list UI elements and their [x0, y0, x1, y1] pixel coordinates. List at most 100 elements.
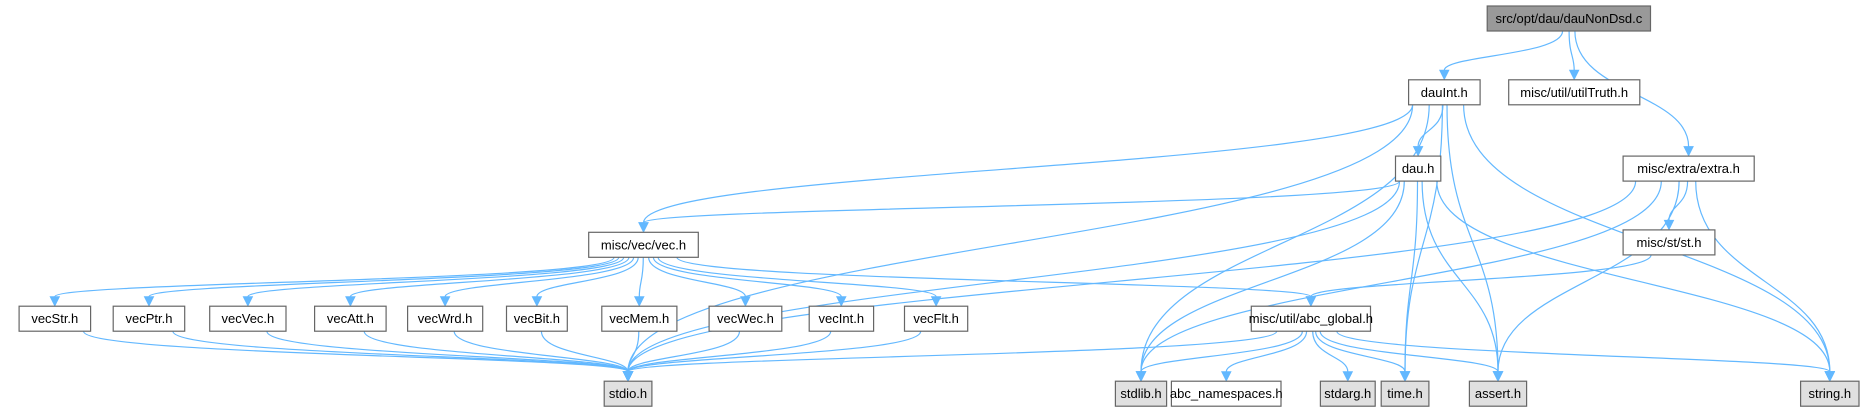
node-dau[interactable]: dau.h [1394, 155, 1442, 182]
arrowhead-abc_global-to-stdio [622, 371, 634, 382]
edge-abc_global-to-stdio [627, 330, 1278, 373]
node-box-abc_namespaces [1170, 380, 1282, 407]
arrowhead-vec-to-vecVec [242, 296, 254, 307]
node-box-vecWec [708, 305, 783, 332]
node-vecVec[interactable]: vecVec.h [209, 305, 287, 332]
node-label-abc_namespaces: abc_namespaces.h [1170, 386, 1283, 401]
node-label-vecStr: vecStr.h [31, 311, 78, 326]
node-abc_namespaces[interactable]: abc_namespaces.h [1170, 380, 1283, 407]
node-label-dauInt: dauInt.h [1421, 85, 1468, 100]
edge-vec-to-vecMem [638, 257, 644, 297]
edge-vec-to-vecWrd [444, 257, 635, 298]
edge-vecStr-to-stdio [82, 330, 629, 373]
edge-dau-to-assert [1421, 181, 1499, 372]
arrowhead-abc_global-to-string [1824, 371, 1836, 382]
edge-abc_global-to-time [1315, 331, 1406, 372]
node-label-stdarg: stdarg.h [1324, 386, 1371, 401]
node-vecStr[interactable]: vecStr.h [18, 305, 92, 332]
edge-vecInt-to-stdio [627, 330, 832, 373]
node-abc_global[interactable]: misc/util/abc_global.h [1249, 305, 1373, 332]
node-utilTruth[interactable]: misc/util/utilTruth.h [1508, 79, 1641, 106]
node-box-stdlib [1114, 380, 1168, 407]
node-st[interactable]: misc/st/st.h [1622, 229, 1716, 256]
edge-dauInt-to-vec [642, 104, 1414, 223]
node-box-assert [1468, 380, 1528, 407]
arrowhead-vec-to-vecBit [531, 296, 543, 307]
node-vecWec[interactable]: vecWec.h [708, 305, 783, 332]
edge-vec-to-vecFlt [657, 257, 937, 298]
edge-extra-to-stdio [627, 181, 1637, 372]
node-label-vecFlt: vecFlt.h [913, 311, 959, 326]
node-label-vecMem: vecMem.h [609, 311, 669, 326]
edge-vecPtr-to-stdio [172, 330, 629, 373]
edge-dau-to-vec [642, 180, 1401, 224]
edge-abc_global-to-stdarg [1312, 331, 1349, 372]
arrowhead-vec-to-vecAtt [345, 296, 356, 307]
edge-root-to-dauInt [1443, 30, 1564, 71]
edge-vecWrd-to-stdio [453, 331, 629, 373]
node-box-string [1799, 380, 1860, 407]
edge-vecWec-to-stdio [627, 331, 741, 372]
arrowhead-abc_global-to-stdarg [1342, 371, 1354, 382]
arrowhead-root-to-extra [1683, 146, 1694, 157]
edge-dau-to-stdio [627, 181, 1401, 372]
node-extra[interactable]: misc/extra/extra.h [1622, 155, 1755, 182]
edge-abc_global-to-string [1336, 330, 1831, 373]
node-box-vecVec [209, 305, 287, 332]
edge-vecBit-to-stdio [540, 331, 629, 372]
node-vecBit[interactable]: vecBit.h [505, 305, 568, 332]
node-box-dau [1394, 155, 1442, 182]
node-box-time [1380, 380, 1430, 407]
node-vecMem[interactable]: vecMem.h [601, 305, 678, 332]
node-label-stdlib: stdlib.h [1120, 386, 1161, 401]
arrowhead-abc_global-to-assert [1492, 371, 1504, 382]
edge-vecVec-to-stdio [266, 330, 629, 373]
arrowhead-vec-to-vecPtr [143, 296, 155, 307]
node-box-st [1622, 229, 1716, 256]
node-label-vecVec: vecVec.h [222, 311, 275, 326]
node-vecAtt[interactable]: vecAtt.h [314, 305, 387, 332]
edge-extra-to-assert [1497, 181, 1680, 372]
edge-dauInt-to-stdlib [1140, 104, 1430, 372]
nodes-layer: src/opt/dau/dauNonDsd.c dauInt.h misc/util… [18, 5, 1860, 407]
node-root[interactable]: src/opt/dau/dauNonDsd.c [1486, 5, 1652, 32]
node-box-vecWrd [407, 305, 484, 332]
edge-dau-to-string [1436, 181, 1831, 372]
node-label-vec: misc/vec/vec.h [601, 237, 686, 252]
node-dauInt[interactable]: dauInt.h [1407, 79, 1481, 106]
node-label-vecWrd: vecWrd.h [418, 311, 473, 326]
node-label-st: misc/st/st.h [1636, 235, 1701, 250]
edge-vec-to-vecWec [648, 257, 746, 297]
edge-st-to-abc_global [1310, 254, 1652, 298]
edge-vec-to-vecVec [247, 257, 625, 298]
node-box-vecInt [808, 305, 875, 332]
edge-extra-to-stdlib [1140, 181, 1662, 372]
arrowhead-dau-to-vec [638, 222, 649, 233]
arrowhead-vec-to-vecMem [633, 296, 645, 307]
arrowhead-vec-to-vecWec [740, 296, 751, 307]
edge-vecAtt-to-stdio [363, 330, 629, 373]
node-box-vecBit [505, 305, 568, 332]
arrowhead-vec-to-vecFlt [930, 296, 942, 307]
node-label-abc_global: misc/util/abc_global.h [1249, 311, 1373, 326]
edge-vecMem-to-stdio [627, 331, 640, 372]
arrowhead-root-to-dauInt [1438, 69, 1450, 81]
arrowhead-abc_global-to-time [1399, 371, 1411, 382]
edge-vecFlt-to-stdio [627, 330, 922, 373]
edge-abc_global-to-assert [1319, 331, 1499, 373]
node-vecInt[interactable]: vecInt.h [808, 305, 875, 332]
edge-root-to-utilTruth [1568, 30, 1575, 71]
node-label-utilTruth: misc/util/utilTruth.h [1520, 85, 1628, 100]
node-label-vecPtr: vecPtr.h [126, 311, 173, 326]
node-vecWrd[interactable]: vecWrd.h [407, 305, 484, 332]
node-assert: assert.h [1468, 380, 1528, 407]
node-vecPtr[interactable]: vecPtr.h [112, 305, 186, 332]
arrowhead-vec-to-abc_global [1305, 296, 1317, 307]
node-vecFlt[interactable]: vecFlt.h [903, 305, 969, 332]
edge-vec-to-vecPtr [148, 256, 620, 298]
edge-vec-to-vecAtt [349, 257, 630, 298]
node-box-root [1486, 5, 1652, 32]
node-box-vec [588, 231, 699, 258]
node-vec[interactable]: misc/vec/vec.h [588, 231, 699, 258]
